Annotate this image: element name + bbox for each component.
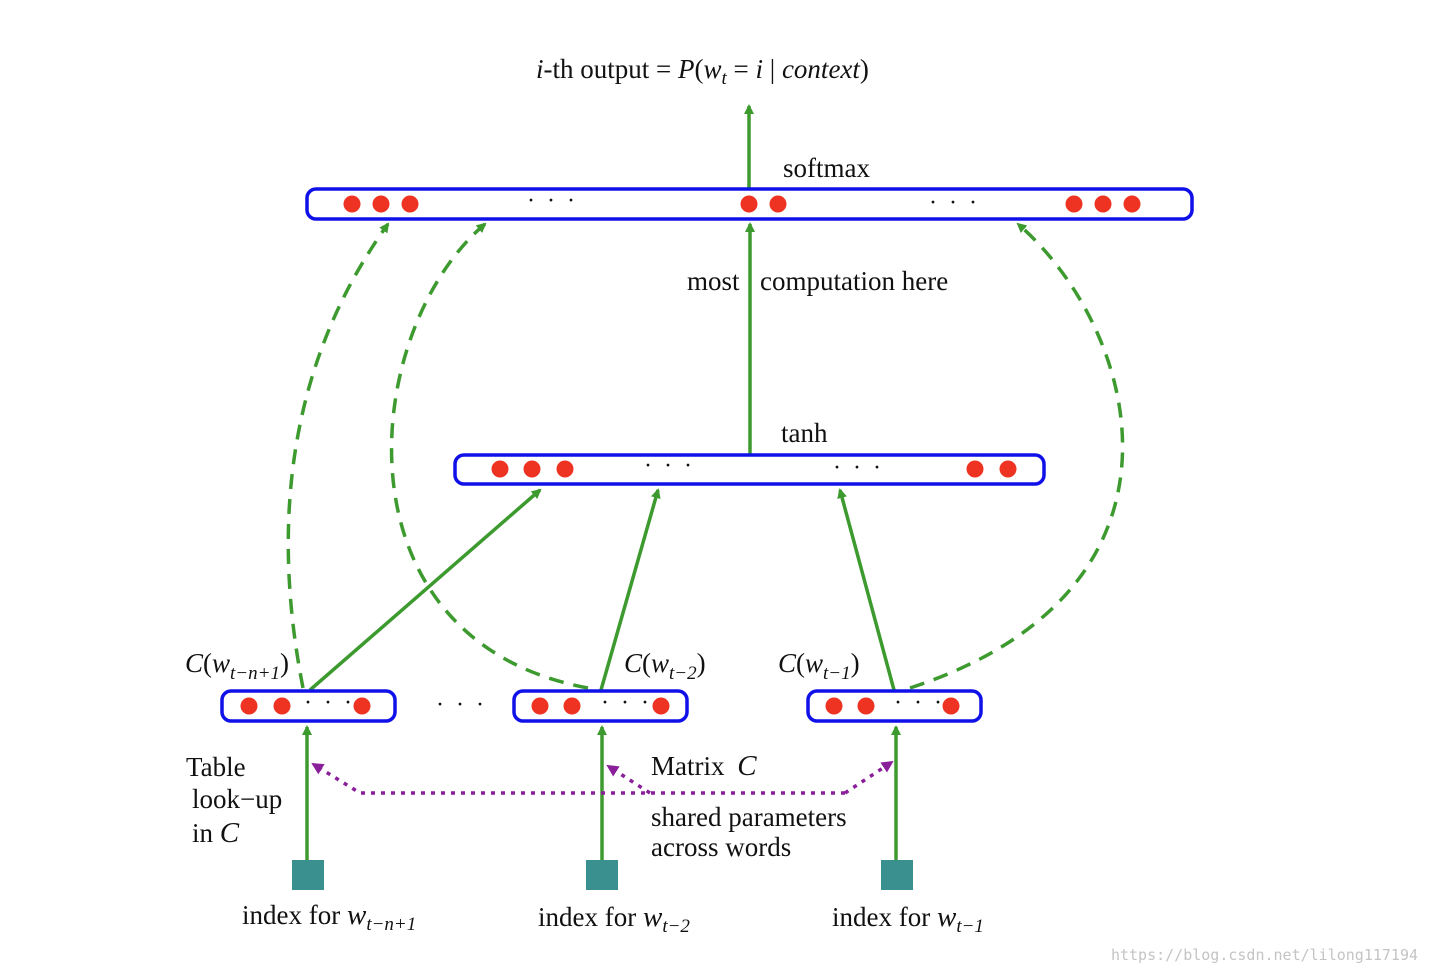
tanh-label: tanh <box>781 418 828 448</box>
tanh-layer-box <box>453 453 1046 486</box>
shared-matrix-line <box>311 762 845 795</box>
direct-connection-left <box>286 222 390 689</box>
embedding-mid-label: C(wt−2) <box>624 648 706 684</box>
neuron <box>652 697 670 715</box>
softmax-ellipsis-right: · · · <box>929 190 980 216</box>
embedding-left-to-hidden-arrow <box>308 488 542 692</box>
neuron <box>372 195 390 213</box>
embedding-mid-ellipsis: · · · <box>601 690 652 716</box>
index-mid-label: index for wt−2 <box>538 901 690 937</box>
neuron <box>966 460 984 478</box>
index-square-left <box>292 860 324 890</box>
neuron <box>1094 195 1112 213</box>
softmax-label: softmax <box>783 153 870 183</box>
shared-params-line1: shared parameters <box>651 802 847 832</box>
index-square-right <box>881 860 913 890</box>
embedding-mid-to-hidden-arrow <box>599 488 661 691</box>
neuron <box>1065 195 1083 213</box>
neuron <box>491 460 509 478</box>
embedding-left-box <box>220 689 397 723</box>
neuron <box>353 697 371 715</box>
embedding-left-neurons <box>240 697 371 715</box>
computation-label-right: computation here <box>760 266 948 296</box>
neuron <box>857 697 875 715</box>
index-left-label: index for wt−n+1 <box>242 899 416 935</box>
index-right-label: index for wt−1 <box>832 901 984 937</box>
embedding-right-ellipsis: · · · <box>894 690 945 716</box>
lookup-label-line3: in C <box>192 817 240 849</box>
neuron <box>1123 195 1141 213</box>
embedding-mid-box <box>512 689 689 723</box>
embedding-right-box <box>806 689 983 723</box>
lookup-label-line1: Table <box>186 752 246 782</box>
output-formula: i-th output = P(wt = i | context) <box>536 54 869 89</box>
neuron <box>942 697 960 715</box>
shared-params-line2: across words <box>651 832 791 862</box>
watermark: https://blog.csdn.net/lilong117194 <box>1111 946 1418 964</box>
neuron <box>769 195 787 213</box>
softmax-neurons <box>343 195 1141 213</box>
embedding-left-label: C(wt−n+1) <box>185 648 289 684</box>
softmax-ellipsis-left: · · · <box>527 188 578 214</box>
neuron <box>556 460 574 478</box>
neuron <box>563 697 581 715</box>
matrix-label: Matrix C <box>651 750 757 782</box>
neuron <box>531 697 549 715</box>
tanh-ellipsis-right: · · · <box>833 455 884 481</box>
neuron <box>343 195 361 213</box>
embedding-mid-neurons <box>531 697 670 715</box>
embedding-left-ellipsis: · · · <box>304 690 355 716</box>
neuron <box>740 195 758 213</box>
shared-matrix-to-right <box>844 760 894 795</box>
neuron <box>825 697 843 715</box>
tanh-ellipsis-left: · · · <box>644 453 695 479</box>
neuron <box>273 697 291 715</box>
shared-matrix-to-mid <box>606 764 651 795</box>
neuron <box>999 460 1017 478</box>
tanh-neurons <box>491 460 1017 478</box>
embedding-right-to-hidden-arrow <box>837 488 896 691</box>
embedding-right-label: C(wt−1) <box>778 648 860 684</box>
computation-label-left: most <box>687 266 740 296</box>
lookup-label-line2: look−up <box>192 784 282 814</box>
direct-connection-right <box>909 222 1125 690</box>
neuron <box>240 697 258 715</box>
embedding-right-neurons <box>825 697 960 715</box>
between-embeddings-ellipsis: · · · <box>436 692 487 718</box>
neuron <box>523 460 541 478</box>
direct-connection-mid <box>389 222 589 690</box>
neuron <box>401 195 419 213</box>
index-square-mid <box>586 860 618 890</box>
